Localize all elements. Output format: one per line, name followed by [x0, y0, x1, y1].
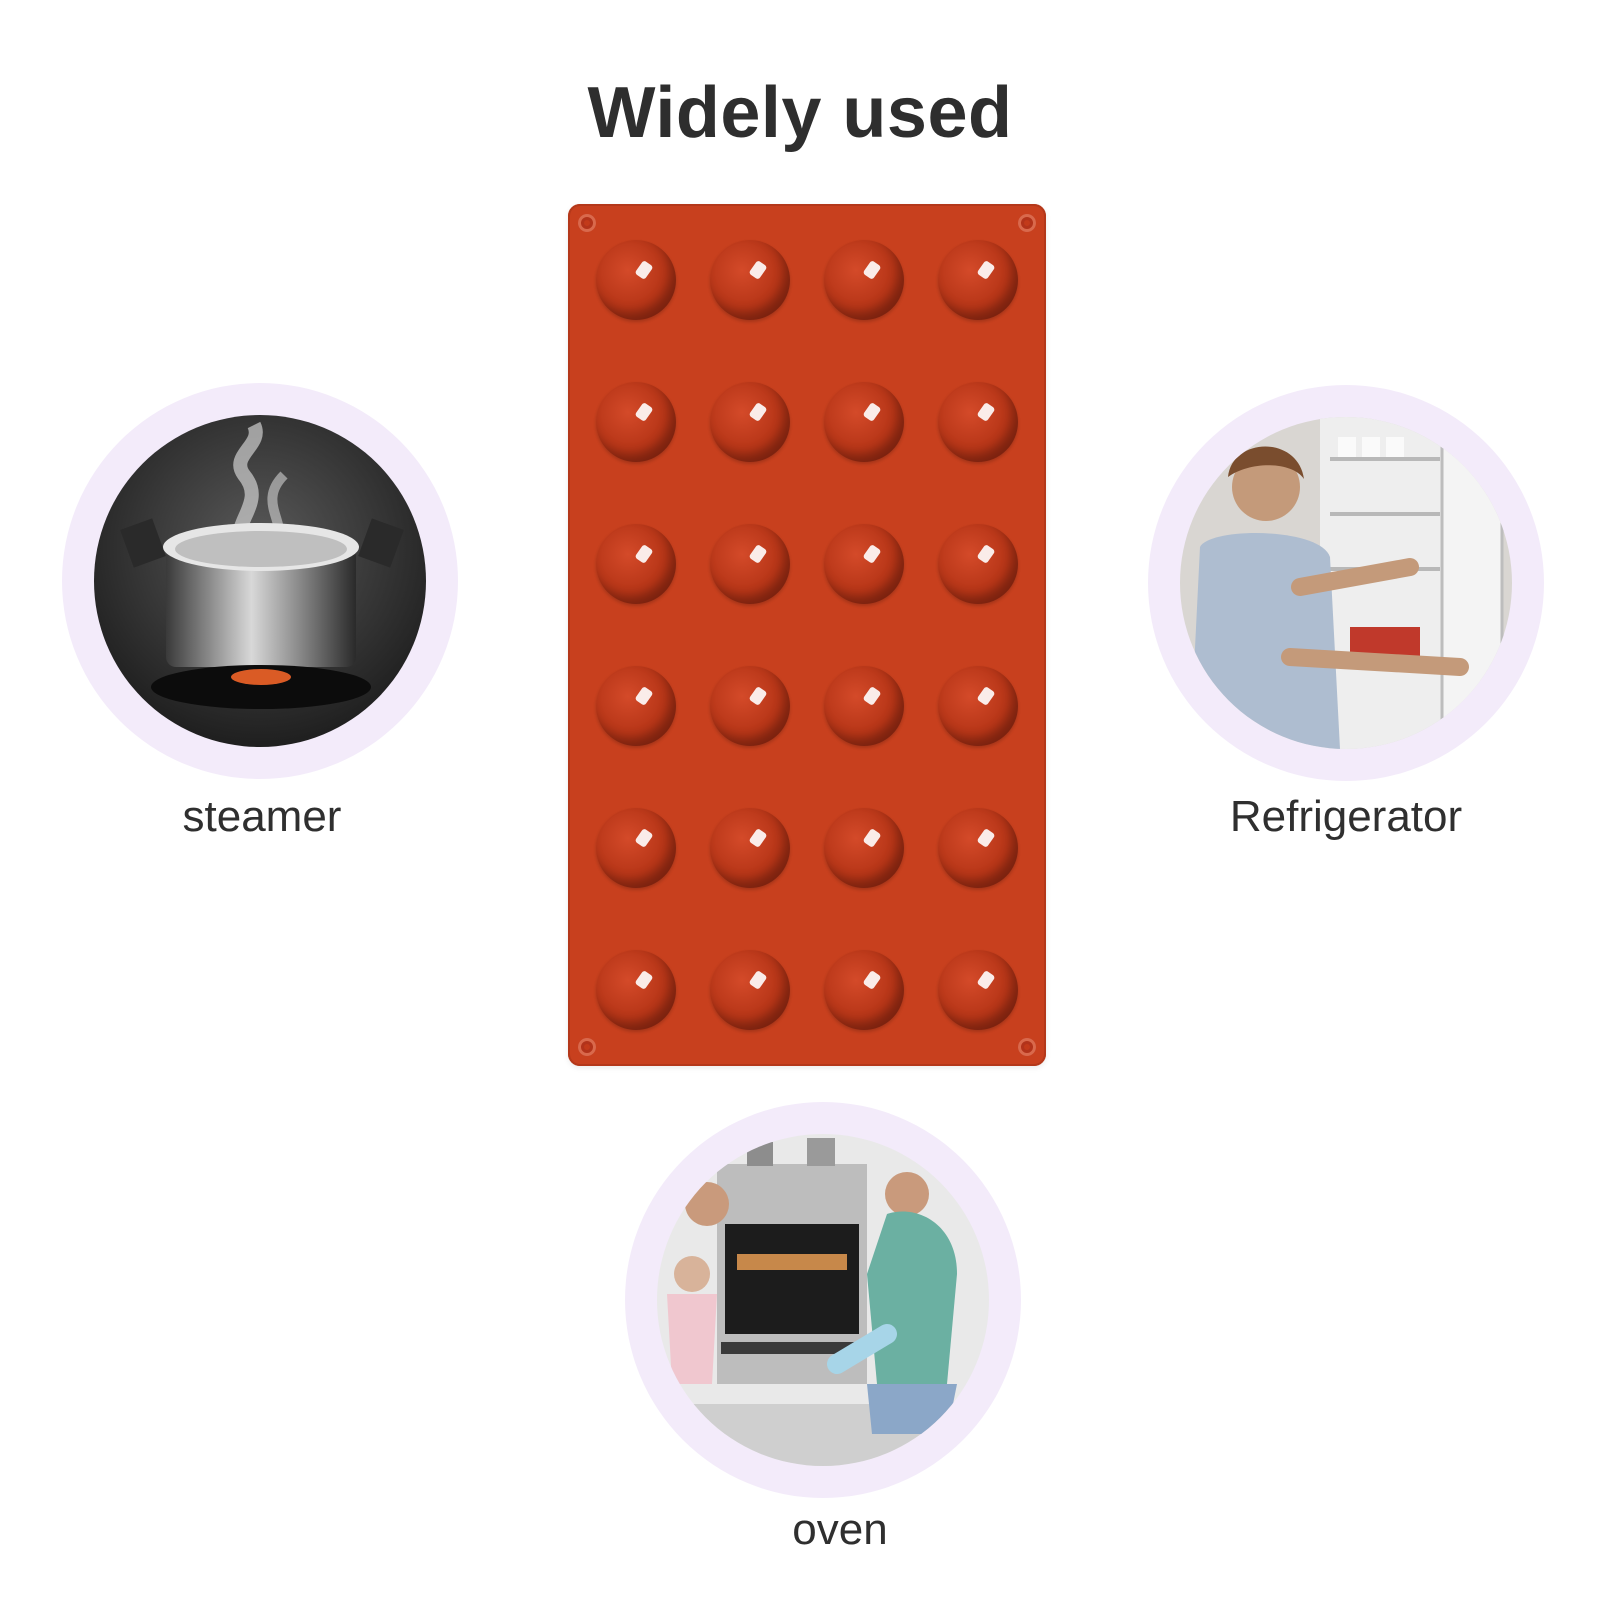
mold-cavity: [938, 666, 1018, 746]
refrigerator-image-ring: [1148, 385, 1544, 781]
mold-cavity: [824, 240, 904, 320]
refrigerator-label: Refrigerator: [1229, 792, 1463, 841]
mold-corner-pin: [578, 1038, 596, 1056]
mold-cavity: [710, 524, 790, 604]
mold-cavity: [596, 666, 676, 746]
family-at-oven-photo: [657, 1134, 989, 1466]
woman-at-refrigerator-photo: [1180, 417, 1512, 749]
mold-corner-pin: [1018, 214, 1036, 232]
mold-cavity: [710, 240, 790, 320]
silicone-mold: [568, 204, 1046, 1066]
mold-cavity: [710, 666, 790, 746]
mold-cavity: [710, 950, 790, 1030]
page-title: Widely used: [587, 73, 1013, 153]
mold-cavity: [710, 808, 790, 888]
oven-image-ring: [625, 1102, 1021, 1498]
oven-label: oven: [792, 1505, 888, 1554]
mold-cavity: [938, 524, 1018, 604]
mold-cavity: [938, 950, 1018, 1030]
steaming-pot-photo: [94, 415, 426, 747]
mold-cavity: [710, 382, 790, 462]
mold-cavity: [824, 950, 904, 1030]
mold-cavity: [824, 666, 904, 746]
mold-cavity: [596, 950, 676, 1030]
mold-corner-pin: [578, 214, 596, 232]
mold-cavity: [596, 808, 676, 888]
mold-cavity: [596, 382, 676, 462]
mold-corner-pin: [1018, 1038, 1036, 1056]
mold-cavity: [596, 524, 676, 604]
steamer-image-ring: [62, 383, 458, 779]
mold-cavity: [938, 808, 1018, 888]
mold-cavity: [938, 240, 1018, 320]
mold-cavity: [824, 524, 904, 604]
mold-cavity: [938, 382, 1018, 462]
mold-cavity: [824, 382, 904, 462]
steamer-label: steamer: [182, 792, 342, 841]
mold-cavity: [824, 808, 904, 888]
mold-cavity: [596, 240, 676, 320]
